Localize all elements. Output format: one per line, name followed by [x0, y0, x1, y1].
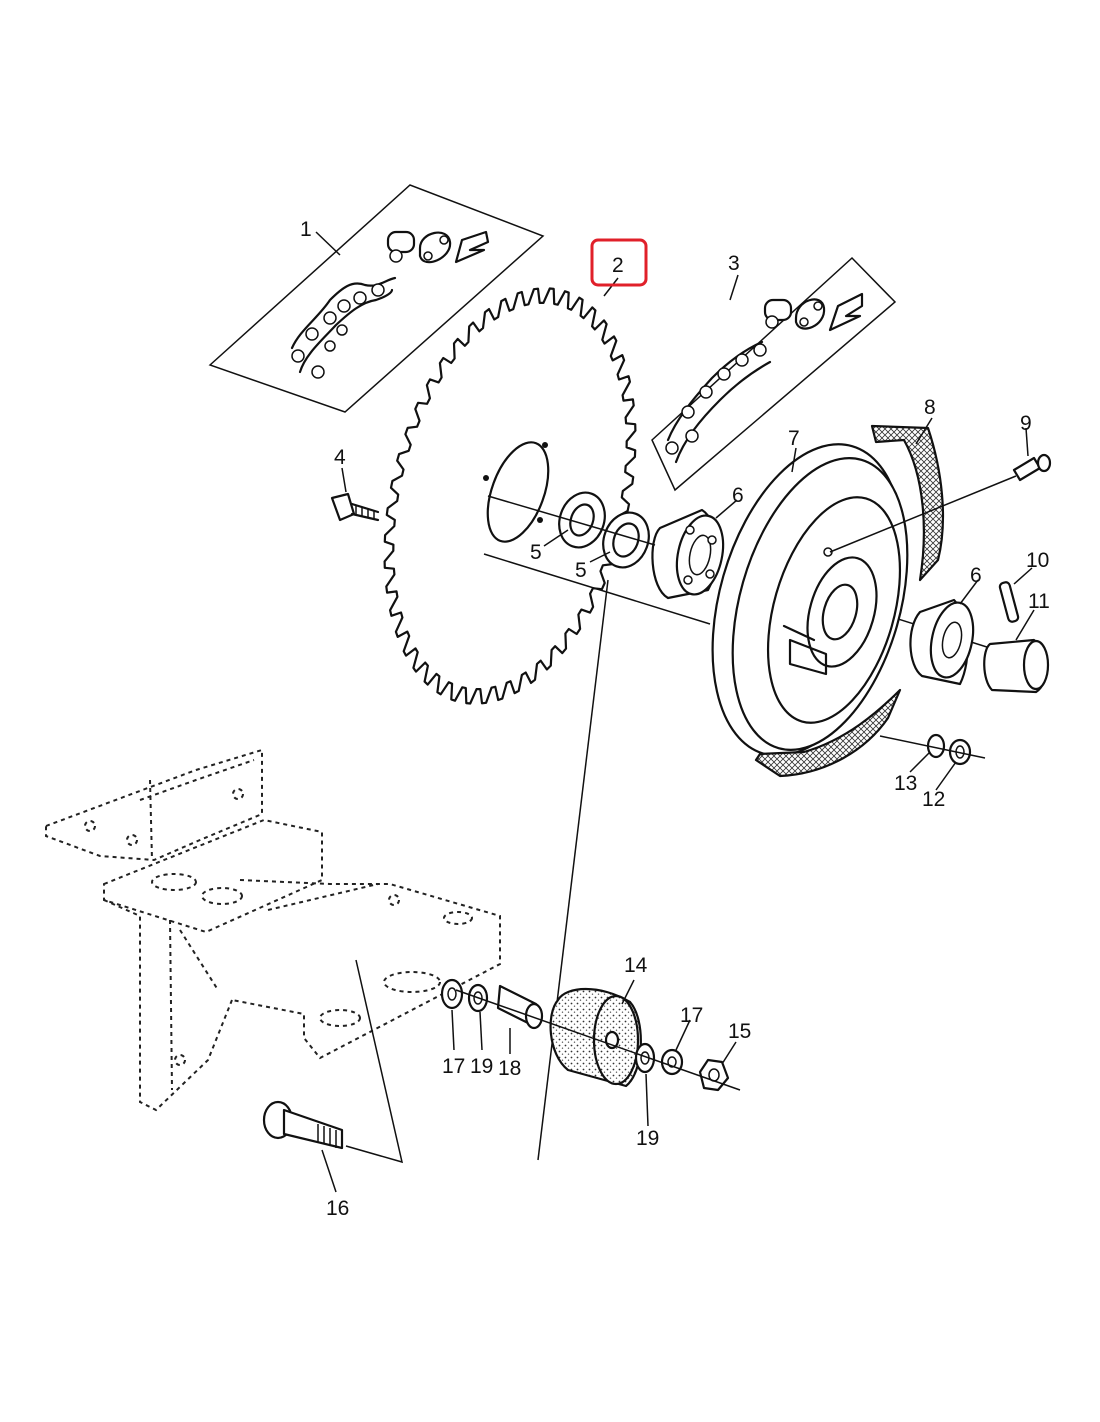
roller-14[interactable] [549, 987, 642, 1088]
pin-10[interactable] [998, 581, 1020, 623]
spring-clip-3 [828, 292, 864, 332]
callout-18: 18 [498, 1057, 521, 1080]
chain-kit-1[interactable] [208, 184, 545, 413]
callout-17a: 17 [442, 1055, 465, 1078]
callout-7: 7 [788, 427, 800, 450]
link-plate-1 [418, 231, 452, 264]
washer-5b[interactable] [596, 506, 656, 574]
chain-kit-3[interactable] [651, 256, 897, 492]
mounting-bracket [45, 748, 501, 1112]
callout-6b: 6 [970, 564, 982, 587]
washer-17a[interactable] [440, 978, 464, 1010]
callout-3: 3 [728, 252, 740, 275]
callout-15: 15 [728, 1020, 751, 1043]
bolt-4[interactable] [330, 492, 380, 522]
callout-10: 10 [1026, 549, 1049, 572]
connecting-link-1 [386, 230, 416, 263]
leader-lines [315, 231, 1035, 1193]
bearing-6b[interactable] [909, 598, 979, 686]
spacer-18[interactable] [496, 984, 544, 1030]
hub-cover-disc [483, 441, 550, 543]
nut-12[interactable] [879, 735, 986, 766]
callout-11: 11 [1028, 590, 1050, 613]
callout-16: 16 [326, 1197, 349, 1220]
callout-5b: 5 [575, 559, 587, 582]
connecting-link-3 [763, 298, 793, 329]
bolt-16[interactable] [262, 959, 404, 1164]
washer-5a[interactable] [552, 486, 612, 554]
callout-2: 2 [612, 254, 624, 277]
callout-19a: 19 [470, 1055, 493, 1078]
nut-15[interactable] [698, 1058, 730, 1092]
callout-6a: 6 [732, 484, 744, 507]
pulley-wheel-7[interactable] [679, 422, 938, 778]
callout-17b: 17 [680, 1004, 703, 1027]
callout-14: 14 [624, 954, 648, 977]
chain-strand-3 [665, 340, 772, 464]
callout-9: 9 [1020, 412, 1032, 435]
callout-1: 1 [300, 218, 312, 241]
washer-17b[interactable] [660, 1048, 684, 1076]
callout-12: 12 [922, 788, 945, 811]
callout-4: 4 [334, 446, 346, 469]
chain-guard-8[interactable] [754, 424, 945, 778]
callout-5a: 5 [530, 541, 542, 564]
bushing-11[interactable] [983, 638, 1050, 694]
bearing-6a[interactable] [651, 508, 729, 600]
chain-strand-1 [290, 276, 397, 379]
callout-8: 8 [924, 396, 936, 419]
callout-19b: 19 [636, 1127, 659, 1150]
grease-nipple-9[interactable] [829, 453, 1052, 553]
callout-13: 13 [894, 772, 917, 795]
callout-2-highlight [590, 238, 648, 287]
spring-clip-1 [454, 230, 490, 264]
lock-washer-19b[interactable] [634, 1042, 656, 1074]
link-plate-3 [794, 298, 826, 330]
